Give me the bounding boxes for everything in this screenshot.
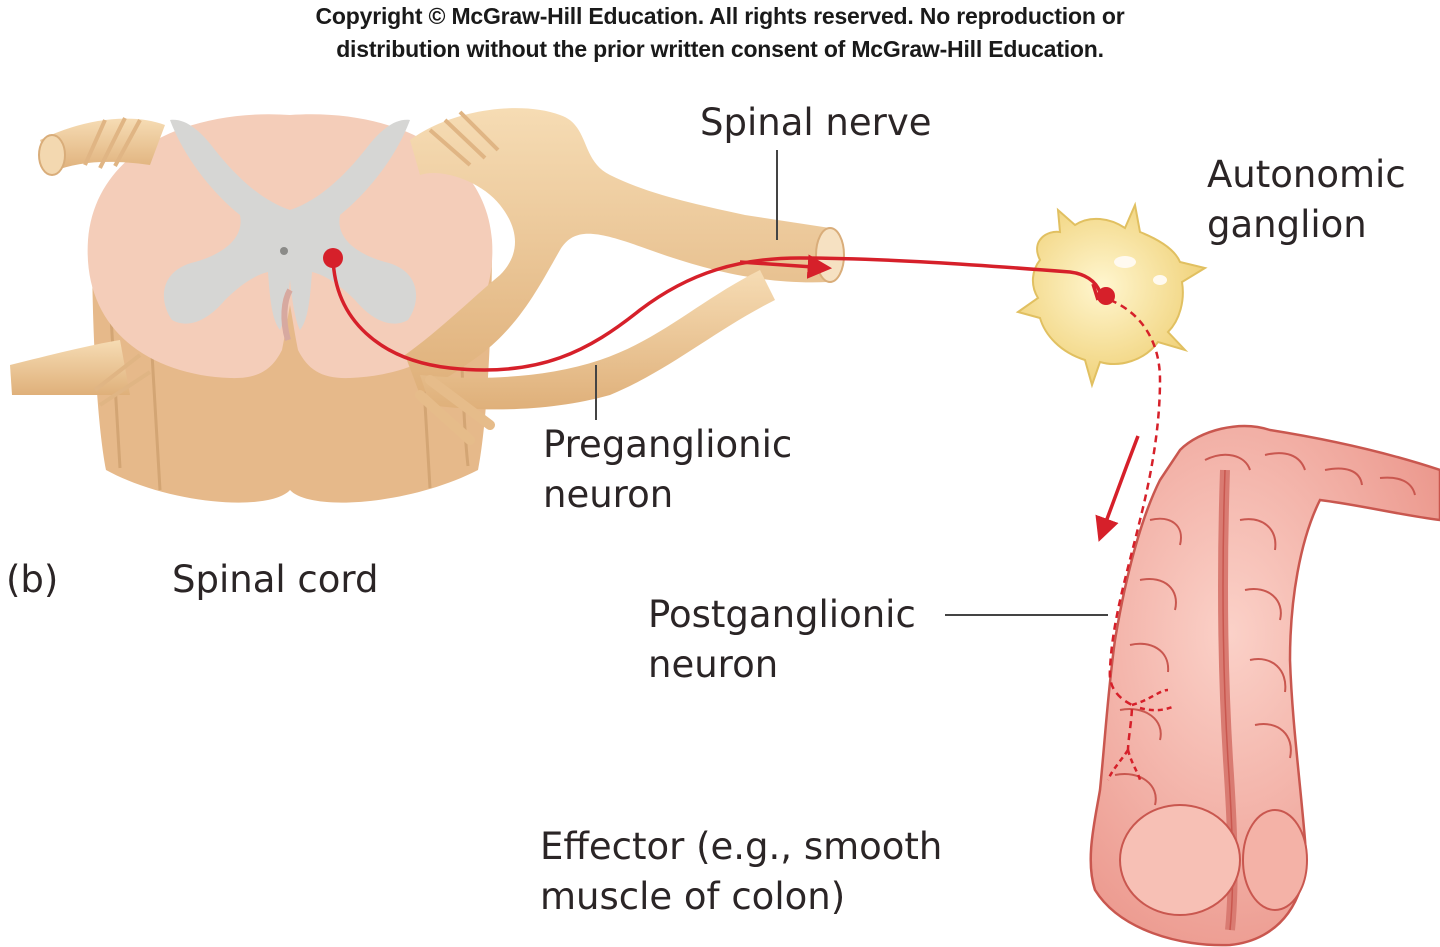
label-preganglionic-line-1: Preganglionic xyxy=(543,423,793,466)
label-effector: Effector (e.g., smooth muscle of colon) xyxy=(540,822,942,922)
label-autonomic-ganglion-line-1: Autonomic xyxy=(1207,153,1406,196)
copyright-line-2: distribution without the prior written c… xyxy=(336,36,1104,62)
label-autonomic-ganglion-line-2: ganglion xyxy=(1207,203,1367,246)
label-panel-b: (b) xyxy=(6,558,59,601)
spinal-nerve xyxy=(405,108,845,445)
label-postganglionic-neuron: Postganglionic neuron xyxy=(648,590,916,690)
label-spinal-cord: Spinal cord xyxy=(172,558,379,601)
label-effector-line-2: muscle of colon) xyxy=(540,875,846,918)
postganglionic-axon xyxy=(1108,298,1162,751)
left-roots xyxy=(10,117,165,407)
label-spinal-nerve: Spinal nerve xyxy=(700,101,932,144)
preganglionic-axon xyxy=(331,256,1102,372)
label-autonomic-ganglion: Autonomic ganglion xyxy=(1207,150,1406,250)
label-postganglionic-line-1: Postganglionic xyxy=(648,593,916,636)
postganglionic-arrow xyxy=(1095,435,1140,542)
postganglionic-neuron xyxy=(1097,287,1176,781)
label-effector-line-1: Effector (e.g., smooth xyxy=(540,825,943,868)
copyright-line-1: Copyright © McGraw-Hill Education. All r… xyxy=(315,3,1125,29)
spinal-cord xyxy=(87,114,493,503)
copyright-notice: Copyright © McGraw-Hill Education. All r… xyxy=(0,0,1440,66)
leader-lines xyxy=(595,150,1108,616)
label-preganglionic-neuron: Preganglionic neuron xyxy=(543,420,792,520)
label-postganglionic-line-2: neuron xyxy=(648,643,779,686)
label-preganglionic-line-2: neuron xyxy=(543,473,674,516)
preganglionic-arrow xyxy=(739,254,833,279)
colon-effector xyxy=(1089,424,1440,947)
gray-matter xyxy=(163,119,417,330)
